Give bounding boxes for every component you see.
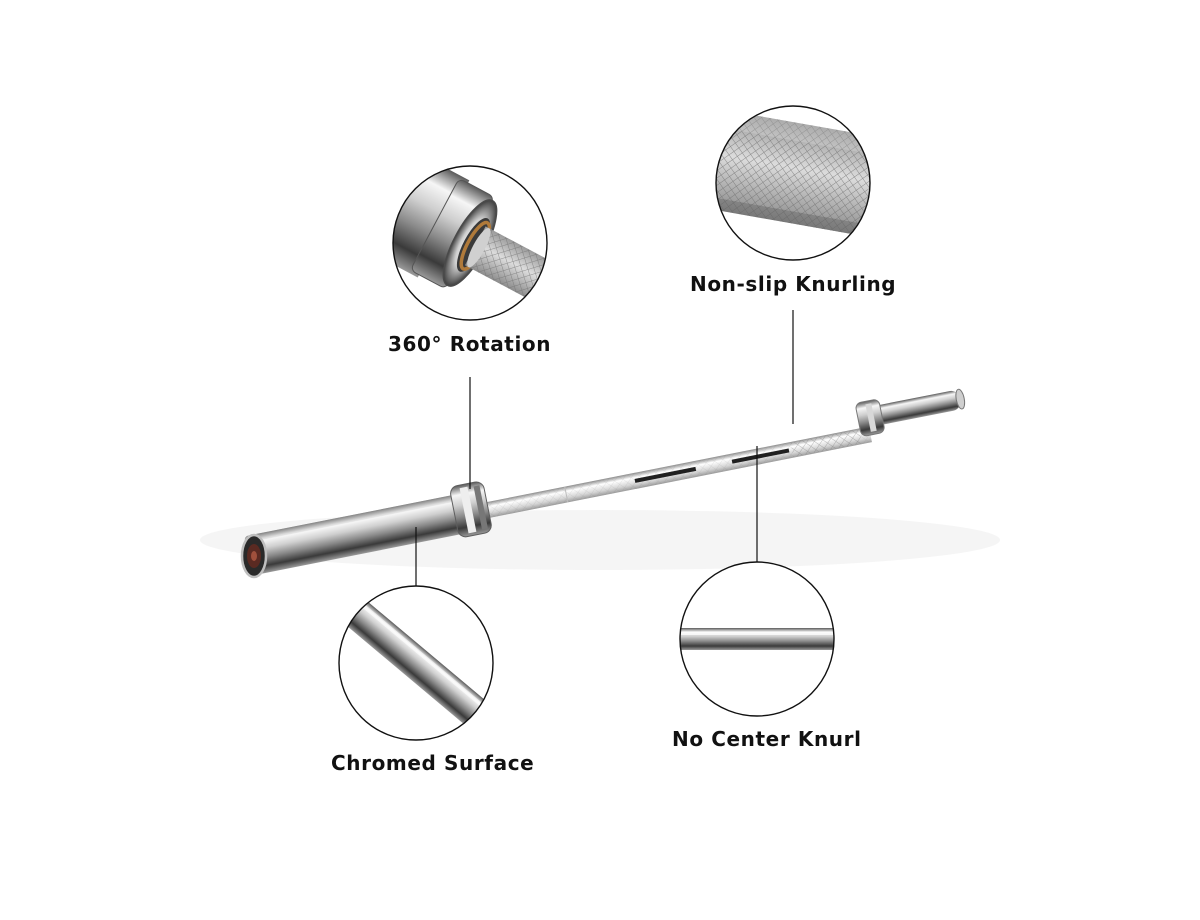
connector-lines [415, 310, 794, 586]
feature-label-rotation: 360° Rotation [388, 332, 552, 356]
bar-shaft [476, 426, 872, 520]
chromed-shaft-closeup-icon [338, 585, 494, 741]
right-sleeve [869, 388, 966, 426]
smooth-center-closeup-icon [679, 561, 835, 717]
feature-label-knurling: Non-slip Knurling [690, 272, 897, 296]
left-collar [450, 481, 492, 538]
feature-label-center: No Center Knurl [672, 727, 862, 751]
end-cap-logo [240, 533, 268, 579]
left-sleeve [244, 493, 469, 575]
feature-label-chromed: Chromed Surface [331, 751, 535, 775]
knurl-mark-right [731, 448, 790, 464]
sleeve-rotation-closeup-icon [392, 165, 548, 321]
knurl-mark-left [634, 466, 697, 483]
barbell [240, 388, 966, 579]
right-collar [855, 399, 885, 437]
knurled-grip-closeup-icon [715, 105, 871, 261]
